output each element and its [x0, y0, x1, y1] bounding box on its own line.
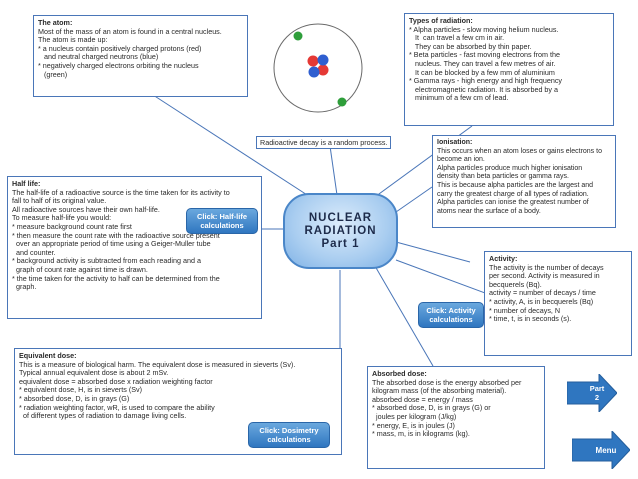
ionisation-line: This is because alpha particles are the …	[437, 181, 594, 189]
activity-line: * activity, A, is in becquerels (Bq)	[489, 296, 594, 306]
absorbed-line: * mass, m, is in kilograms (kg).	[372, 429, 470, 439]
ionisation-line: Alpha particles can ionise the greatest …	[437, 199, 589, 207]
absorbed-line: kilogram mass (of the absorbing material…	[372, 386, 507, 396]
activity-line: * number of decays, N	[489, 305, 561, 315]
menu-arrow-button[interactable]	[572, 431, 630, 469]
types-of-radiation-box: Types of radiation: * Alpha particles - …	[404, 13, 614, 126]
equivalent-line: equivalent dose = absorbed dose x radiat…	[19, 376, 213, 386]
absorbed-line: * absorbed dose, D, is in grays (G) or	[372, 403, 491, 413]
atom-line: and neutral charged neutrons (blue)	[38, 52, 159, 62]
half-life-line: * background activity is subtracted from…	[12, 256, 201, 266]
absorbed-title: Absorbed dose:	[372, 369, 427, 378]
electron-orbit	[273, 23, 363, 113]
half-life-line: graph of count rate against time is draw…	[12, 264, 148, 274]
center-line: RADIATION	[304, 224, 377, 237]
half-life-line: The half-life of a radioactive source is…	[12, 187, 230, 197]
activity-title: Activity:	[489, 254, 518, 263]
neutron	[317, 54, 329, 66]
half-life-line: * then measure the count rate with the r…	[12, 230, 220, 240]
equivalent-line: of different types of radiation to damag…	[19, 411, 187, 421]
center-line: Part 1	[321, 237, 360, 250]
absorbed-dose-box: Absorbed dose: The absorbed dose is the …	[367, 366, 545, 469]
button-label: calculations	[200, 221, 244, 230]
types-line: It can be blocked by a few mm of alumini…	[409, 67, 555, 77]
atom-illustration	[273, 23, 363, 113]
absorbed-line: The absorbed dose is the energy absorbed…	[372, 377, 522, 387]
electron	[293, 31, 303, 41]
activity-line: The activity is the number of decays	[489, 262, 604, 272]
activity-box: Activity: The activity is the number of …	[484, 251, 632, 356]
half-life-title: Half life:	[12, 179, 41, 188]
ionisation-line: This occurs when an atom loses or gains …	[437, 147, 602, 155]
types-line: They can be absorbed by thin paper.	[409, 41, 532, 51]
equivalent-line: * equivalent dose, H, is in sieverts (Sv…	[19, 385, 143, 395]
atom-title: The atom:	[38, 18, 73, 27]
part-2-arrow-button[interactable]	[567, 374, 617, 412]
equivalent-line: * radiation weighting factor, wR, is use…	[19, 402, 215, 412]
ionisation-box: Ionisation: This occurs when an atom los…	[432, 135, 616, 228]
button-label: Click: Half-life	[196, 212, 247, 221]
activity-line: * time, t, is in seconds (s).	[489, 314, 572, 324]
atom-line: The atom is made up:	[38, 35, 108, 45]
proton	[317, 64, 329, 76]
absorbed-line: absorbed dose = energy / mass	[372, 394, 473, 404]
half-life-line: and counter.	[12, 247, 56, 257]
atom-line: * a nucleus contain positively charged p…	[38, 43, 202, 53]
decay-note: Radioactive decay is a random process.	[256, 136, 392, 149]
electron	[337, 97, 347, 107]
types-line: * Alpha particles - slow moving helium n…	[409, 24, 559, 34]
ionisation-line: Alpha particles produce much higher ioni…	[437, 164, 583, 172]
half-life-line: All radioactive sources have their own h…	[12, 204, 160, 214]
equivalent-title: Equivalent dose:	[19, 351, 77, 360]
central-topic-node: NUCLEAR RADIATION Part 1	[283, 193, 398, 269]
half-life-line: * the time taken for the activity to hal…	[12, 273, 220, 283]
types-line: It can travel a few cm in air.	[409, 33, 505, 43]
equivalent-line: * absorbed dose, D, is in grays (G)	[19, 393, 130, 403]
absorbed-line: joules per kilogram (J/kg)	[372, 411, 457, 421]
center-line: NUCLEAR	[308, 211, 373, 224]
equivalent-line: Typical annual equivalent dose is about …	[19, 368, 169, 378]
half-life-line: over an appropriate period of time using…	[12, 239, 211, 249]
ionisation-title: Ionisation:	[437, 139, 473, 146]
proton	[307, 55, 319, 67]
half-life-calculations-button[interactable]: Click: Half-life calculations	[186, 208, 258, 234]
neutron	[308, 66, 320, 78]
atom-box: The atom: Most of the mass of an atom is…	[33, 15, 248, 97]
half-life-line: fall to half of its original value.	[12, 196, 107, 206]
absorbed-line: * energy, E, is in joules (J)	[372, 420, 455, 430]
dosimetry-calculations-button[interactable]: Click: Dosimetry calculations	[248, 422, 330, 448]
ionisation-line: carry the greatest charge of all types o…	[437, 190, 589, 198]
types-line: nucleus. They can travel a few metres of…	[409, 58, 556, 68]
activity-line: activity = number of decays / time	[489, 288, 596, 298]
equivalent-line: This is a measure of biological harm. Th…	[19, 359, 296, 369]
button-label: calculations	[429, 315, 473, 324]
types-title: Types of radiation:	[409, 16, 473, 25]
activity-line: per second. Activity is measured in	[489, 271, 600, 281]
atom-line: * negatively charged electrons orbiting …	[38, 60, 199, 70]
types-line: * Gamma rays - high energy and high freq…	[409, 76, 563, 86]
types-line: * Beta particles - fast moving electrons…	[409, 50, 561, 60]
types-line: minimum of a few cm of lead.	[409, 93, 509, 103]
button-label: Click: Activity	[426, 306, 476, 315]
types-line: electromagnetic radiation. It is absorbe…	[409, 84, 559, 94]
activity-line: becquerels (Bq).	[489, 279, 542, 289]
half-life-line: * measure background count rate first	[12, 221, 132, 231]
ionisation-line: become an ion.	[437, 156, 485, 164]
button-label: calculations	[267, 435, 311, 444]
activity-calculations-button[interactable]: Click: Activity calculations	[418, 302, 484, 328]
half-life-line: To measure half-life you would:	[12, 213, 112, 223]
half-life-box: Half life: The half-life of a radioactiv…	[7, 176, 262, 319]
half-life-line: graph.	[12, 282, 37, 292]
ionisation-line: density than beta particles or gamma ray…	[437, 173, 569, 181]
atom-line: (green)	[38, 69, 68, 79]
atom-line: Most of the mass of an atom is found in …	[38, 26, 222, 36]
ionisation-line: atoms near the surface of a body.	[437, 207, 541, 215]
button-label: Click: Dosimetry	[259, 426, 319, 435]
